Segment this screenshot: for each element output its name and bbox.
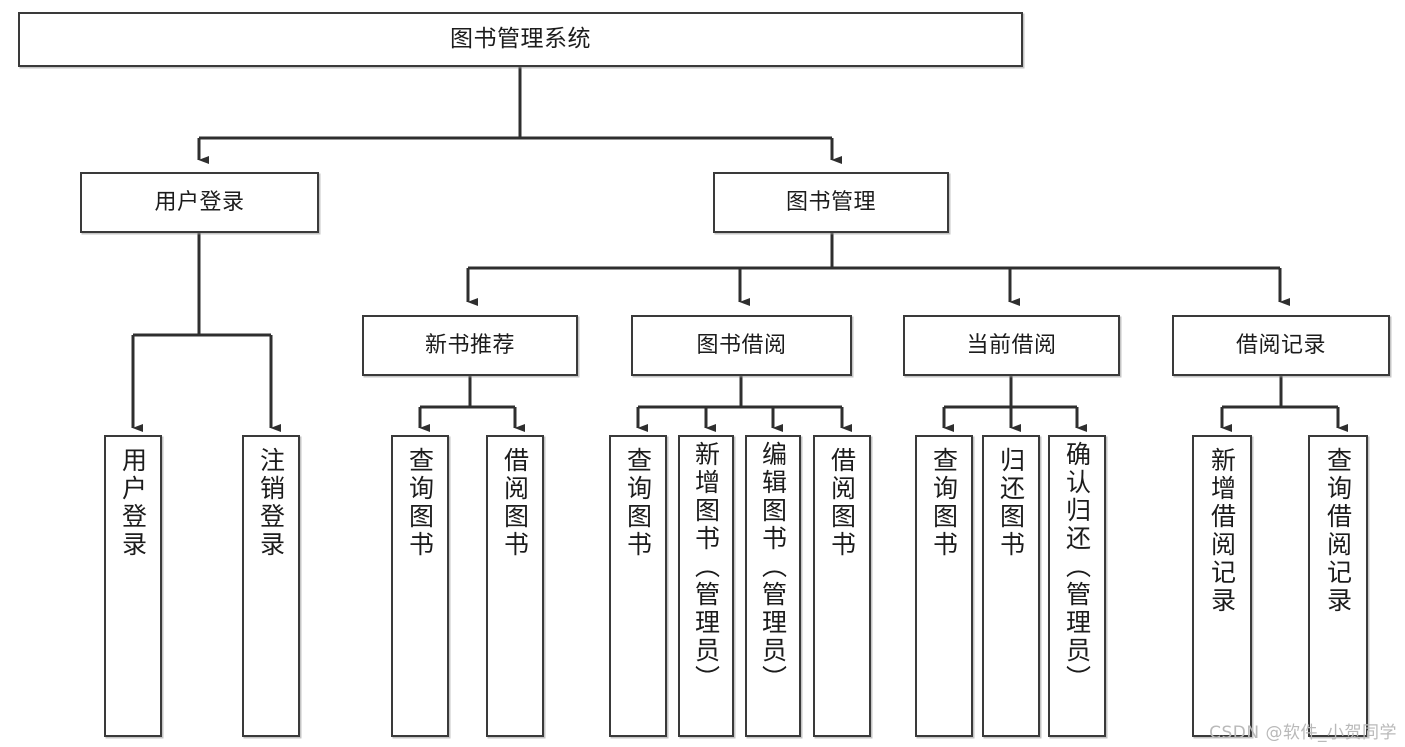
node-label: 确认归还（管理员） [1062, 441, 1092, 693]
node-label: 用户登录 [118, 447, 148, 559]
node-label: 用户登录 [154, 189, 245, 215]
leaf-current-confirm-return-admin[interactable]: 确认归还（管理员） [1048, 435, 1106, 737]
leaf-current-query-book[interactable]: 查询图书 [915, 435, 973, 737]
node-label: 注销登录 [256, 447, 286, 559]
leaf-borrow-edit-book-admin[interactable]: 编辑图书（管理员） [745, 435, 801, 737]
leaf-recommend-borrow-book[interactable]: 借阅图书 [486, 435, 544, 737]
node-user-login[interactable]: 用户登录 [80, 172, 319, 233]
leaf-user-logout[interactable]: 注销登录 [242, 435, 300, 737]
leaf-record-query-borrow-record[interactable]: 查询借阅记录 [1308, 435, 1368, 737]
node-label: 当前借阅 [966, 332, 1057, 358]
node-label: 查询图书 [405, 447, 435, 559]
leaf-borrow-borrow-book[interactable]: 借阅图书 [813, 435, 871, 737]
watermark-text: CSDN @软件_小贺同学 [1209, 723, 1397, 743]
node-label: 归还图书 [996, 447, 1026, 559]
node-new-book-recommend[interactable]: 新书推荐 [362, 315, 578, 376]
node-book-management[interactable]: 图书管理 [713, 172, 949, 233]
node-root-system[interactable]: 图书管理系统 [18, 12, 1023, 67]
node-label: 查询图书 [929, 447, 959, 559]
node-book-borrow[interactable]: 图书借阅 [631, 315, 852, 376]
leaf-user-login[interactable]: 用户登录 [104, 435, 162, 737]
node-label: 新增借阅记录 [1207, 447, 1237, 615]
node-label: 图书管理 [785, 189, 876, 215]
node-label: 查询图书 [623, 447, 653, 559]
leaf-borrow-add-book-admin[interactable]: 新增图书（管理员） [678, 435, 734, 737]
node-label: 图书借阅 [696, 332, 787, 358]
node-label: 编辑图书（管理员） [758, 441, 788, 693]
leaf-record-add-borrow-record[interactable]: 新增借阅记录 [1192, 435, 1252, 737]
node-label: 借阅记录 [1235, 332, 1326, 358]
node-label: 新书推荐 [424, 332, 515, 358]
node-label: 借阅图书 [500, 447, 530, 559]
node-label: 查询借阅记录 [1323, 447, 1353, 615]
leaf-current-return-book[interactable]: 归还图书 [982, 435, 1040, 737]
leaf-recommend-query-book[interactable]: 查询图书 [391, 435, 449, 737]
node-label: 图书管理系统 [450, 25, 591, 52]
node-label: 借阅图书 [827, 447, 857, 559]
node-borrow-record[interactable]: 借阅记录 [1172, 315, 1390, 376]
leaf-borrow-query-book[interactable]: 查询图书 [609, 435, 667, 737]
node-current-borrow[interactable]: 当前借阅 [903, 315, 1120, 376]
node-label: 新增图书（管理员） [691, 441, 721, 693]
